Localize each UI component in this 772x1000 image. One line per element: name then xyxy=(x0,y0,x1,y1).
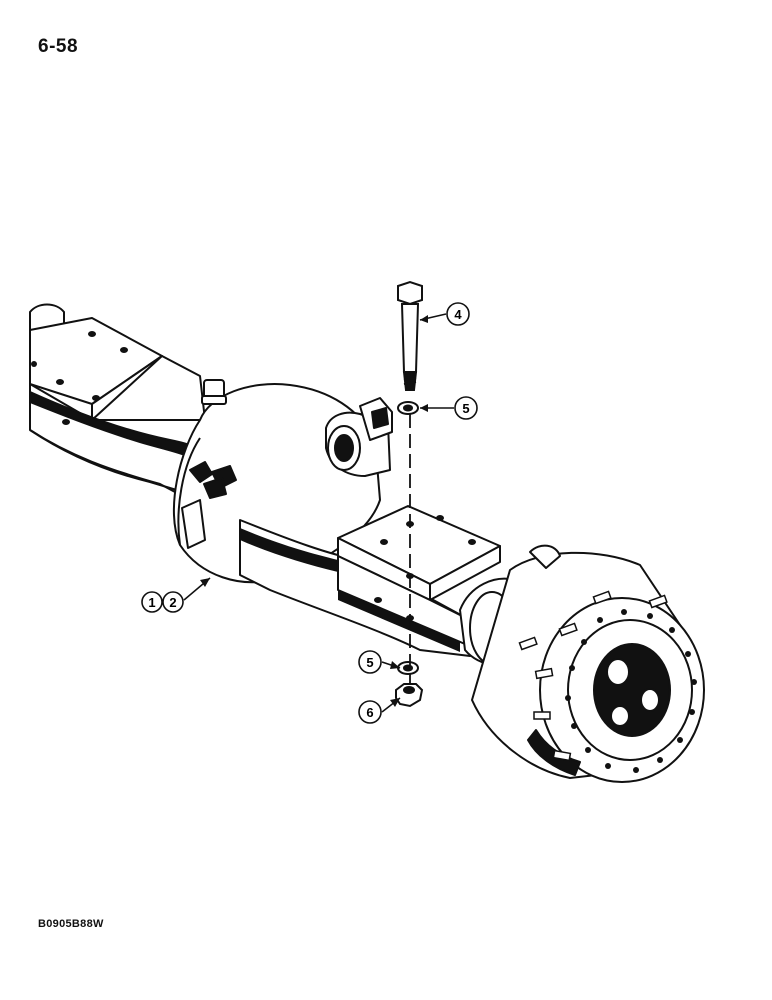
washer-top-part xyxy=(397,401,419,415)
svg-text:4: 4 xyxy=(454,307,462,322)
callout-1: 1 xyxy=(141,591,163,613)
wheel-studs xyxy=(518,590,668,762)
svg-text:1: 1 xyxy=(148,595,155,610)
mounting-holes-left xyxy=(31,331,128,425)
callout-4: 4 xyxy=(446,302,470,326)
callout-6: 6 xyxy=(358,700,382,724)
wheel-hub-planetary xyxy=(459,544,705,783)
figure-code: B0905B88W xyxy=(38,918,104,930)
nut-part xyxy=(395,683,424,708)
callout-5-bottom: 5 xyxy=(358,650,382,674)
beam-groove-right-2 xyxy=(338,590,460,652)
svg-text:2: 2 xyxy=(169,595,176,610)
svg-text:6: 6 xyxy=(366,705,373,720)
svg-text:5: 5 xyxy=(462,401,469,416)
callout-5-top: 5 xyxy=(454,396,478,420)
pinion-yoke xyxy=(325,397,393,477)
washer-bottom-part xyxy=(397,661,419,675)
mounting-holes-right xyxy=(374,515,476,621)
planetary-cover-bolts xyxy=(565,609,697,773)
callout-leaders xyxy=(183,313,454,713)
svg-text:5: 5 xyxy=(366,655,373,670)
beam-groove-right xyxy=(240,528,338,572)
bolt-part xyxy=(397,280,423,391)
callout-2: 2 xyxy=(162,591,184,613)
page-number: 6-58 xyxy=(38,36,79,57)
